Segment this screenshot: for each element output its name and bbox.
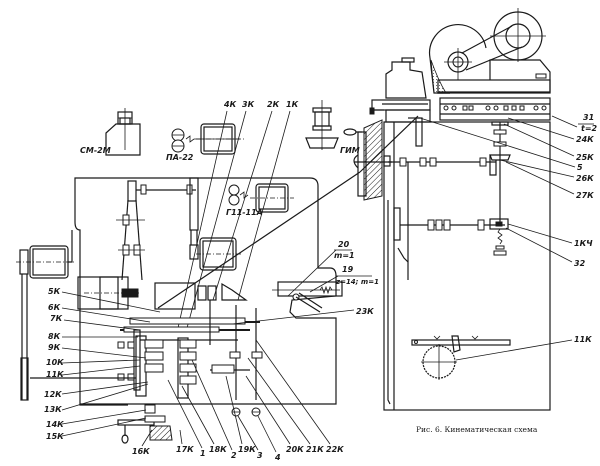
label-16k: 16К (132, 447, 150, 456)
label-12k: 12К (44, 390, 62, 399)
label-14k: 14К (46, 420, 64, 429)
label-5k: 5К (48, 287, 61, 296)
ratio-19-bottom: z=14; m=1 (335, 278, 379, 286)
label-22k: 22К (326, 445, 344, 454)
gear-shafts (120, 300, 263, 417)
label-10k: 10К (46, 358, 64, 367)
label-pa22: ПА-22 (166, 153, 194, 162)
long-transmission-line (157, 171, 361, 309)
label-15k: 15К (46, 432, 64, 441)
label-32: 32 (574, 259, 586, 268)
label-1k: 1К (286, 100, 299, 109)
label-7k: 7К (50, 314, 63, 323)
rotary-table (387, 260, 511, 405)
label-1: 1 (200, 449, 206, 458)
main-motor-left (16, 230, 74, 401)
label-g11-11a: Г11-11А (226, 208, 263, 217)
column-slide (343, 119, 392, 201)
label-6k: 6К (48, 303, 61, 312)
label-3k: 3К (242, 100, 255, 109)
pump-pa22: ПА-22 (166, 128, 240, 162)
ratio-20-top: 20 (338, 240, 350, 249)
label-gim: ГИМ (340, 146, 360, 155)
motor-lower (196, 237, 242, 271)
label-11k: 11К (574, 335, 592, 344)
column-outline (383, 121, 551, 411)
label-21k: 21К (306, 445, 324, 454)
label-11k-left: 11К (46, 370, 64, 379)
ratio-31-bottom: t=2 (581, 124, 598, 133)
ratio-31-top: 31 (583, 113, 594, 122)
label-20k: 20К (286, 445, 304, 454)
label-5: 5 (577, 163, 583, 172)
label-3: 3 (257, 451, 263, 460)
label-1kch: 1КЧ (574, 239, 593, 248)
ratio-19-top: 19 (342, 265, 354, 274)
left-labels: 5К 6К 7К 8К 9К 10К 11К 12К 13К 14К 15К (44, 287, 161, 441)
label-19k: 19К (238, 445, 256, 454)
label-26k: 26К (576, 174, 594, 183)
bottom-labels: 16К 17К 1 18К 2 19К 3 4 20К 21К 22К (132, 339, 344, 462)
motor-cm2m: СМ-2М (80, 108, 141, 156)
gearbox-housing (77, 276, 248, 310)
label-4: 4 (274, 453, 281, 462)
label-cm2m: СМ-2М (80, 146, 111, 155)
label-13k: 13К (44, 405, 62, 414)
label-27k: 27К (576, 191, 594, 200)
label-23k: 23К (356, 307, 374, 316)
motor-top (196, 123, 244, 155)
ratio-20-bottom: m=1 (334, 251, 355, 260)
figure-caption: Рис. 6. Кинематическая схема (416, 425, 538, 434)
grinding-head (428, 8, 551, 94)
label-2k: 2К (267, 100, 280, 109)
label-9k: 9К (48, 343, 61, 352)
label-17k: 17К (176, 445, 194, 454)
label-18k: 18К (209, 445, 227, 454)
label-24k: 24К (576, 135, 594, 144)
label-25k: 25К (576, 153, 594, 162)
pump-g11-11a: Г11-11А (226, 184, 263, 217)
cross-table (369, 57, 551, 147)
belt-drive-vertical (116, 177, 199, 281)
label-4k: 4К (223, 100, 237, 109)
motor-gim: ГИМ (305, 100, 360, 155)
machine-bed-outline (74, 177, 337, 405)
column-drive (387, 121, 511, 280)
label-8k: 8К (48, 332, 61, 341)
feed-slide (272, 281, 343, 313)
motor-center (250, 183, 294, 213)
label-2: 2 (231, 451, 237, 460)
